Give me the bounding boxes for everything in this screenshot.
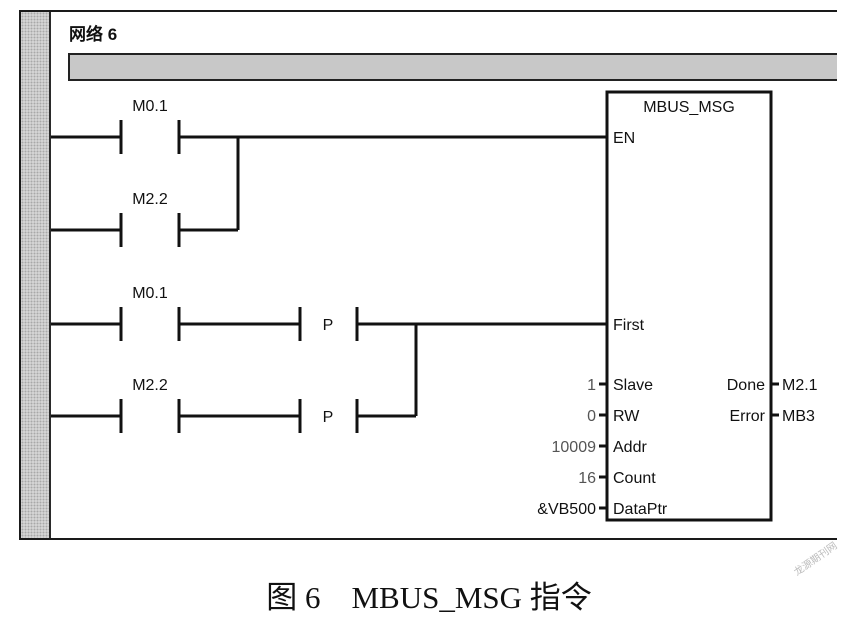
- value-rw[interactable]: 0: [587, 408, 596, 425]
- pin-first: First: [613, 317, 645, 334]
- value-count[interactable]: 16: [578, 470, 596, 487]
- block-name: MBUS_MSG: [643, 99, 735, 116]
- contact-m01-en-label: M0.1: [132, 98, 168, 115]
- left-gutter: [21, 12, 49, 538]
- ladder-editor-panel: 网络 6 M0.1 M2.2: [19, 10, 837, 540]
- figure-caption: 图 6 MBUS_MSG 指令: [266, 580, 592, 615]
- rung-en: [51, 120, 607, 247]
- pin-count: Count: [613, 470, 656, 487]
- pin-en: EN: [613, 130, 635, 147]
- positive-edge-label-2: P: [323, 409, 334, 426]
- rung-first: [51, 307, 607, 433]
- network-title: 网络 6: [69, 24, 117, 44]
- pin-dataptr: DataPtr: [613, 501, 668, 518]
- value-error[interactable]: MB3: [782, 408, 815, 425]
- power-rail: [49, 12, 51, 538]
- input-stubs: [599, 382, 779, 510]
- contact-m01-first-label: M0.1: [132, 285, 168, 302]
- value-dataptr[interactable]: &VB500: [537, 501, 596, 518]
- value-addr[interactable]: 10009: [552, 439, 597, 456]
- contact-m22-en-label: M2.2: [132, 191, 168, 208]
- pin-rw: RW: [613, 408, 640, 425]
- value-done[interactable]: M2.1: [782, 377, 818, 394]
- contact-m22-first-label: M2.2: [132, 377, 168, 394]
- pin-error: Error: [729, 408, 765, 425]
- pin-done: Done: [727, 377, 765, 394]
- value-slave[interactable]: 1: [587, 377, 596, 394]
- network-comment-bar[interactable]: [68, 53, 837, 81]
- ladder-diagram: 网络 6 M0.1 M2.2: [51, 24, 837, 522]
- pin-slave: Slave: [613, 377, 653, 394]
- pin-addr: Addr: [613, 439, 647, 456]
- mbus-msg-block[interactable]: [605, 90, 773, 522]
- positive-edge-label-1: P: [323, 317, 334, 334]
